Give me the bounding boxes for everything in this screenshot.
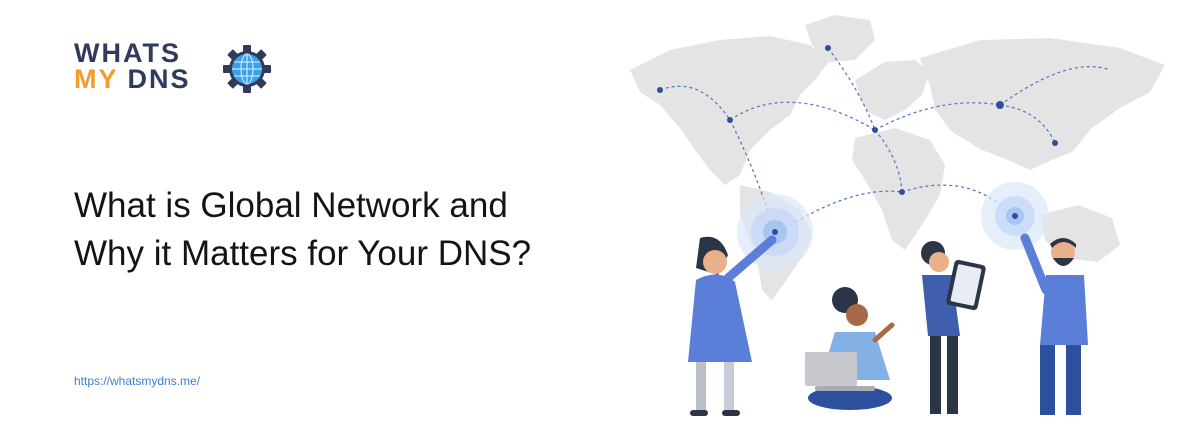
continent-asia xyxy=(920,38,1165,170)
logo-text-whats: WHATS xyxy=(74,38,181,68)
network-nodes xyxy=(657,45,1058,195)
title-line-2: Why it Matters for Your DNS? xyxy=(74,234,532,273)
continent-north-america xyxy=(630,36,830,185)
logo-text-dns: DNS xyxy=(127,64,191,94)
page-title: What is Global Network and Why it Matter… xyxy=(74,182,634,278)
title-line-1: What is Global Network and xyxy=(74,186,508,225)
globe-gear-icon xyxy=(223,45,271,93)
logo-text-my-dns: MY DNS xyxy=(74,64,191,94)
location-highlight-asia xyxy=(981,182,1049,250)
continent-greenland xyxy=(805,15,875,62)
person-woman-pointing xyxy=(688,235,777,416)
continent-europe xyxy=(855,60,930,120)
person-holding-tablet xyxy=(921,241,986,414)
person-bearded-man-pointing xyxy=(1020,233,1088,415)
world-map-illustration xyxy=(630,15,1165,416)
continent-africa xyxy=(852,128,945,250)
logo-text-my: MY xyxy=(74,64,128,94)
brand-logo[interactable]: WHATS MY DNS xyxy=(74,40,274,96)
person-seated-with-laptop xyxy=(805,287,895,410)
world-map xyxy=(630,15,1165,300)
site-url-link[interactable]: https://whatsmydns.me/ xyxy=(74,374,201,388)
